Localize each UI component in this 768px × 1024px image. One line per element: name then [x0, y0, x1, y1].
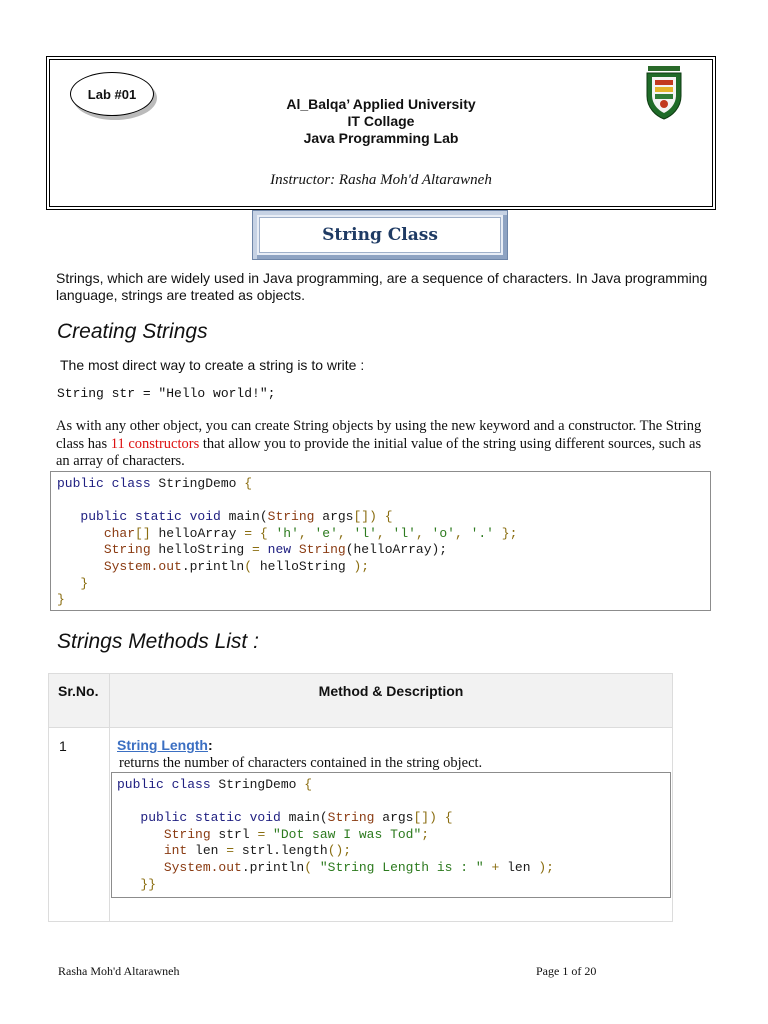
- code-line: }}: [140, 876, 157, 892]
- direct-way-text: The most direct way to create a string i…: [60, 357, 365, 373]
- footer-page-number: Page 1 of 20: [536, 964, 597, 978]
- code-listing: public class StringDemo { public static …: [117, 777, 670, 893]
- column-header-sr-no: Sr.No.: [58, 683, 99, 699]
- instructor-line: Instructor: Rasha Moh'd Altarawneh: [270, 172, 492, 188]
- method-description: returns the number of characters contain…: [119, 755, 483, 771]
- section-heading-creating-strings: Creating Strings: [57, 320, 208, 343]
- header-box: Lab #01 Al_Balqa’ Applied University IT …: [46, 56, 716, 210]
- university-shield-logo-icon: [646, 66, 682, 120]
- colon: :: [208, 737, 213, 753]
- column-divider: [109, 674, 110, 921]
- code-line: public class StringDemo {: [117, 777, 313, 792]
- college-name: IT Collage: [347, 113, 415, 129]
- code-line: char[] helloArray = { 'h', 'e', 'l', 'l'…: [103, 525, 518, 541]
- constructor-count-highlight: 11 constructors: [110, 435, 200, 452]
- string-length-link[interactable]: String Length: [117, 737, 208, 753]
- code-line: public static void main(String args[]) {: [140, 810, 453, 826]
- column-header-method: Method & Description: [318, 683, 464, 699]
- code-line: }: [80, 575, 89, 591]
- university-name: Al_Balqa’ Applied University: [286, 96, 476, 112]
- methods-table: Sr.No. Method & Description 1 String Len…: [48, 673, 673, 922]
- header-title: Al_Balqa’ Applied University IT Collage …: [50, 96, 712, 147]
- code-line: }: [57, 592, 65, 608]
- constructor-text-start: As with any other object, you can create…: [56, 418, 702, 452]
- code-line: int len = strl.length();: [163, 843, 352, 859]
- row-number: 1: [59, 738, 67, 754]
- code-line: System.out.println( helloString );: [103, 558, 370, 574]
- method-title: String Length:: [117, 737, 213, 753]
- intro-paragraph: Strings, which are widely used in Java p…: [56, 270, 708, 303]
- constructor-text-end: that allow you to provide the initial va…: [56, 435, 702, 470]
- code-line: String helloString = new String(helloArr…: [103, 542, 448, 558]
- code-line: public static void main(String args[]) {: [80, 509, 393, 525]
- code-listing: public class StringDemo { public static …: [57, 476, 710, 609]
- code-block-string-demo: public class StringDemo { public static …: [50, 471, 711, 611]
- code-line: public class StringDemo {: [57, 476, 253, 491]
- page-title: String Class: [259, 217, 501, 253]
- code-block-string-length: public class StringDemo { public static …: [111, 772, 671, 898]
- string-literal-code: String str = "Hello world!";: [57, 386, 276, 401]
- course-name: Java Programming Lab: [303, 130, 459, 146]
- code-line: String strl = "Dot saw I was Tod";: [163, 826, 430, 842]
- code-line: System.out.println( "String Length is : …: [163, 859, 554, 875]
- footer-author: Rasha Moh'd Altarawneh: [58, 964, 180, 978]
- table-header-row: [49, 674, 672, 728]
- lab-number-badge: Lab #01: [70, 72, 154, 116]
- title-box: String Class: [252, 210, 508, 260]
- section-heading-methods-list: Strings Methods List :: [57, 630, 259, 653]
- constructor-paragraph: As with any other object, you can create…: [56, 418, 716, 471]
